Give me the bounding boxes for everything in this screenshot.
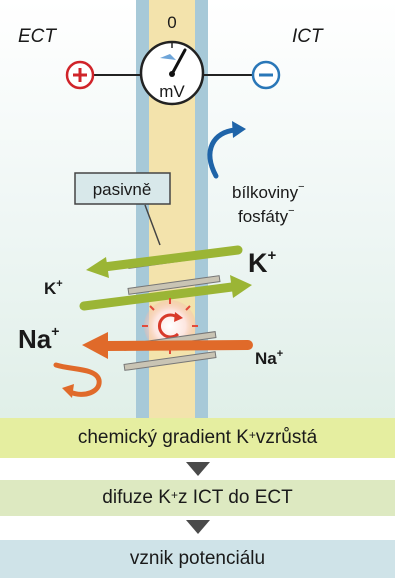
plus-electrode-icon [67,62,93,88]
step-3-text: vznik potenciálu [130,548,265,570]
ict-label: ICT [292,26,324,47]
step-chemical-gradient: chemický gradient K+ vzrůstá [0,418,395,458]
step-diffusion: difuze K+ z ICT do ECT [0,480,395,516]
step-1-text-end: vzrůstá [256,427,317,449]
step-2-text-end: z ICT do ECT [178,487,293,509]
down-arrow-icon [186,520,210,534]
step-1-sup: + [249,428,256,442]
unit-label: mV [159,82,185,101]
step-2-sup: + [171,488,178,502]
proteins-label: bílkoviny− [232,181,305,202]
step-1-text: chemický gradient K [78,427,249,449]
ect-label: ECT [18,26,57,47]
passive-label: pasivně [93,180,152,199]
step-potential: vznik potenciálu [0,540,395,578]
step-2-text: difuze K [102,487,171,509]
scale-zero-label: 0 [167,13,176,32]
minus-electrode-icon [253,62,279,88]
phosphates-label: fosfáty− [238,205,295,226]
down-arrow-icon [186,462,210,476]
